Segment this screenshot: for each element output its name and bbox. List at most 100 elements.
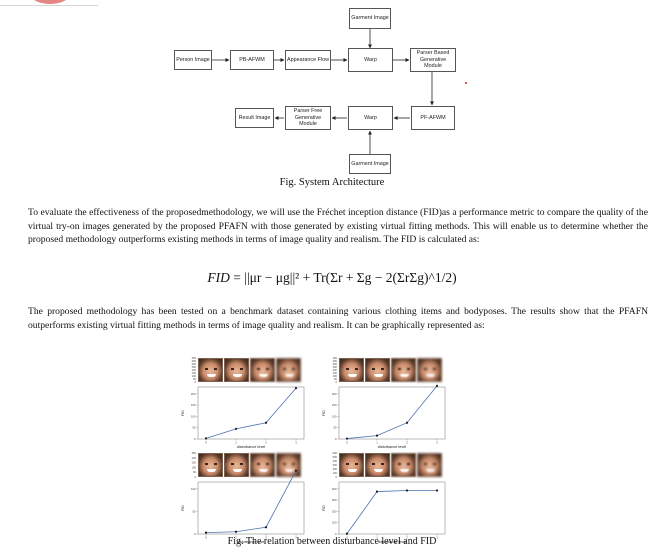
face-image-strip: [198, 453, 302, 477]
box-garment-image-bottom: Garment Image: [349, 154, 391, 174]
face-image-1: [365, 453, 390, 477]
face-mouth: [259, 469, 268, 472]
x-tick-label: 3: [295, 441, 297, 445]
x-tick-label: 2: [265, 441, 267, 445]
face-image-0: [339, 358, 364, 382]
x-axis-label: disturbance level: [378, 540, 407, 544]
strip-tick-label: 200: [333, 368, 338, 372]
box-pf-afwm: PF-AFWM: [411, 106, 455, 130]
strip-tick-label: 100: [192, 465, 197, 469]
y-tick-label: 0: [335, 532, 337, 536]
face-image-3: [417, 358, 442, 382]
plot-frame: [338, 386, 446, 440]
charts-caption: Fig. The relation between disturbance le…: [227, 536, 437, 547]
x-axis-label: disturbance level: [378, 445, 407, 449]
y-axis-label: FID: [322, 505, 326, 511]
y-tick-label: 0: [194, 437, 196, 441]
strip-tick-label: 0: [336, 380, 338, 384]
x-tick-label: 2: [406, 536, 408, 540]
face-mouth: [426, 374, 435, 377]
strip-tick-label: 300: [333, 362, 338, 366]
y-tick-label: 200: [332, 509, 337, 513]
data-point: [375, 490, 379, 493]
plot-frame: [338, 481, 446, 535]
x-axis-label: disturbance level: [237, 540, 266, 544]
strip-tick-label: 200: [192, 368, 197, 372]
y-tick-label: 100: [332, 521, 337, 525]
box-parser-based-module: Parser Based Generative Module: [410, 48, 456, 72]
strip-tick-label: 350: [192, 359, 197, 363]
face-eyes: [424, 368, 436, 370]
y-tick-label: 50: [192, 426, 196, 430]
box-parser-free-module: Parser Free Generative Module: [285, 106, 331, 130]
y-tick-label: 50: [192, 509, 196, 513]
formula-lhs: FID: [207, 270, 230, 285]
x-tick-label: 1: [376, 536, 378, 540]
data-point: [435, 384, 439, 387]
y-tick-label: 200: [191, 392, 196, 396]
strip-tick-label: 500: [333, 455, 338, 459]
face-eyes: [205, 463, 217, 465]
publisher-logo: [0, 0, 98, 6]
box-warp-bottom: Warp: [348, 106, 393, 130]
strip-tick-label: 400: [333, 459, 338, 463]
face-mouth: [400, 374, 409, 377]
x-axis-label: disturbance level: [237, 445, 266, 449]
face-mouth: [400, 469, 409, 472]
strip-tick-label: 150: [192, 371, 197, 375]
face-image-0: [198, 358, 223, 382]
strip-tick-label: 150: [192, 461, 197, 465]
face-mouth: [348, 469, 357, 472]
face-eyes: [283, 368, 295, 370]
data-point: [204, 437, 208, 440]
strip-tick-label: 0: [336, 475, 338, 479]
x-tick-label: 1: [376, 441, 378, 445]
data-point: [264, 526, 268, 529]
x-tick-label: 3: [436, 441, 438, 445]
strip-tick-label: 0: [195, 475, 197, 479]
data-point: [294, 387, 298, 390]
face-image-2: [391, 358, 416, 382]
y-axis-label: FID: [181, 505, 185, 511]
data-point: [234, 427, 238, 430]
y-tick-label: 100: [191, 414, 196, 418]
data-point: [405, 489, 409, 492]
strip-tick-label: 400: [192, 356, 197, 360]
data-point: [234, 530, 238, 533]
face-image-1: [224, 453, 249, 477]
strip-tick-label: 50: [334, 377, 337, 381]
x-tick-label: 0: [346, 441, 348, 445]
fid-formula: FID = ||μr − μg||² + Tr(Σr + Σg − 2(ΣrΣg…: [0, 270, 664, 286]
plot-frame: [197, 481, 305, 535]
series-line: [205, 470, 297, 534]
face-eyes: [205, 368, 217, 370]
y-tick-label: 200: [332, 392, 337, 396]
y-tick-label: 300: [332, 498, 337, 502]
x-tick-label: 0: [205, 536, 207, 540]
face-eyes: [257, 463, 269, 465]
x-tick-label: 0: [205, 441, 207, 445]
strip-tick-label: 50: [193, 470, 196, 474]
strip-tick-label: 150: [333, 371, 338, 375]
y-tick-label: 0: [335, 437, 337, 441]
face-image-2: [250, 453, 275, 477]
face-mouth: [233, 374, 242, 377]
box-result-image: Result Image: [235, 108, 274, 128]
face-image-strip: [339, 453, 443, 477]
face-image-1: [365, 358, 390, 382]
x-tick-label: 2: [265, 536, 267, 540]
strip-tick-label: 300: [333, 463, 338, 467]
face-mouth: [285, 374, 294, 377]
data-point: [264, 421, 268, 424]
face-image-3: [276, 453, 301, 477]
face-mouth: [233, 469, 242, 472]
series-line: [205, 387, 297, 439]
face-mouth: [348, 374, 357, 377]
face-mouth: [426, 469, 435, 472]
